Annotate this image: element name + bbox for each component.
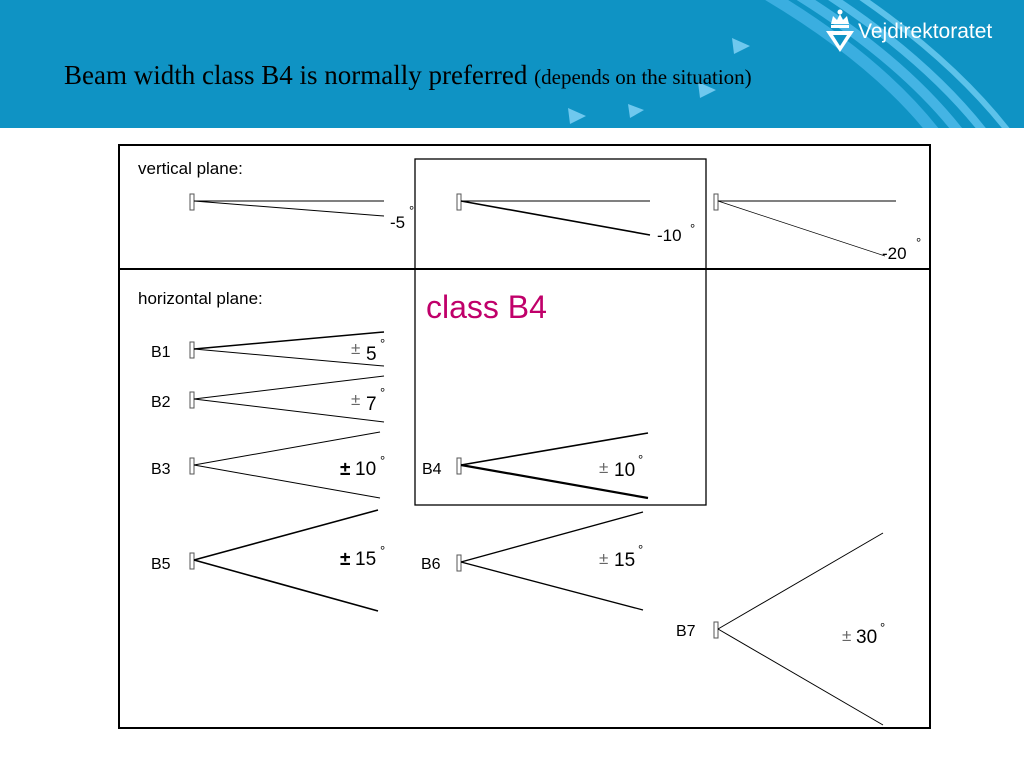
arrow-icon [732, 38, 750, 54]
brand-name: Vejdirektoratet [858, 20, 993, 43]
degree-sign: ° [409, 203, 414, 218]
degree-sign: ° [380, 543, 385, 558]
banner-decoration [568, 0, 1010, 128]
horizontal-beam-b5: B5 ± 15 ° [151, 509, 385, 612]
beam-angle-label: 15 [614, 550, 635, 571]
degree-sign: ° [638, 542, 643, 557]
class-b4-highlight-box [414, 158, 707, 506]
degree-sign: ° [690, 221, 695, 236]
diagram-frame [118, 144, 931, 729]
beam-class-label: B2 [151, 394, 171, 411]
brand-logo: Vejdirektoratet [818, 6, 1018, 54]
header-banner: Beam width class B4 is normally preferre… [0, 0, 1024, 128]
beam-class-label: B6 [421, 556, 441, 573]
beam-angle-label: 7 [366, 394, 377, 415]
crown-shield-icon [826, 9, 854, 52]
horizontal-beam-b1: B1 ± 5 ° [151, 331, 385, 367]
beam-angle-label: 30 [856, 627, 877, 648]
horizontal-beam-b3: B3 ± 10 ° [151, 431, 385, 499]
degree-sign: ° [380, 336, 385, 351]
vertical-beam: -20 ° [713, 193, 921, 263]
beam-class-label: B1 [151, 344, 171, 361]
page-title: Beam width class B4 is normally preferre… [64, 60, 752, 91]
horizontal-beam-b4: B4 ± 10 ° [422, 432, 649, 500]
plus-minus-sign: ± [599, 458, 608, 477]
plus-minus-sign: ± [599, 549, 608, 568]
class-b4-label: class B4 [426, 289, 547, 325]
beam-class-label: B7 [676, 623, 696, 640]
beam-angle-label: 10 [355, 459, 376, 480]
vertical-beam: -5 ° [189, 193, 414, 232]
vertical-angle-label: -5 [390, 213, 405, 232]
degree-sign: ° [880, 620, 885, 635]
plus-minus-sign: ± [842, 626, 851, 645]
horizontal-beam-b2: B2 ± 7 ° [151, 375, 385, 423]
vertical-plane-label: vertical plane: [138, 159, 243, 178]
horizontal-beam-b7: B7 ± 30 ° [676, 532, 885, 726]
plus-minus-sign: ± [340, 459, 350, 480]
title-main: Beam width class B4 is normally preferre… [64, 60, 528, 90]
arrow-icon [628, 104, 644, 118]
arrow-icon [568, 108, 586, 124]
vertical-angle-label: -10 [657, 226, 682, 245]
horizontal-plane-label: horizontal plane: [138, 289, 263, 308]
beam-class-label: B3 [151, 461, 171, 478]
arrow-icon [698, 82, 716, 98]
degree-sign: ° [916, 235, 921, 250]
beam-angle-label: 10 [614, 460, 635, 481]
beam-angle-label: 15 [355, 549, 376, 570]
horizontal-beam-b6: B6 ± 15 ° [421, 511, 643, 611]
plus-minus-sign: ± [351, 339, 360, 358]
degree-sign: ° [638, 452, 643, 467]
beam-class-label: B5 [151, 556, 171, 573]
vertical-beam: -10 ° [456, 193, 695, 245]
degree-sign: ° [380, 385, 385, 400]
degree-sign: ° [380, 453, 385, 468]
title-sub: (depends on the situation) [534, 65, 752, 89]
beam-class-label: B4 [422, 461, 442, 478]
beam-angle-label: 5 [366, 344, 377, 365]
plus-minus-sign: ± [351, 390, 360, 409]
plus-minus-sign: ± [340, 549, 350, 570]
vertical-angle-label: -20 [882, 244, 907, 263]
